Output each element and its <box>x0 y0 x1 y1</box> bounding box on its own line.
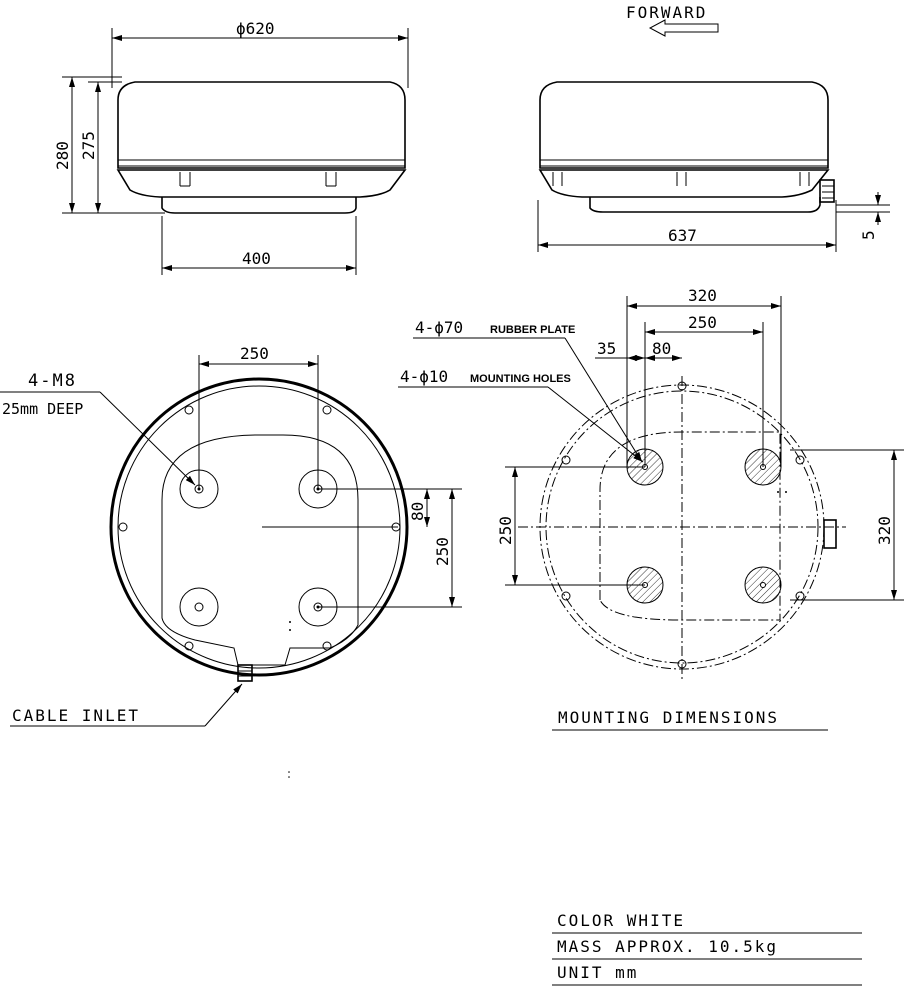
side-base <box>162 197 356 213</box>
bottom-view: 80 250 250 4-M8 25mm DEEP CABLE INLET <box>0 344 462 726</box>
front-base <box>590 197 820 212</box>
offset-b-dimension: 80 <box>652 339 671 358</box>
spec-mass: MASS APPROX. 10.5kg <box>557 937 778 956</box>
height-total-dimension: 280 <box>53 141 72 170</box>
height-outer-dimension: 320 <box>875 516 894 545</box>
specs-block: COLOR WHITE MASS APPROX. 10.5kg UNIT mm <box>552 911 862 985</box>
cable-gland-side <box>820 180 834 202</box>
rubber-plate-note: RUBBER PLATE <box>490 324 575 336</box>
base-width-dimension: 400 <box>242 249 271 268</box>
offset-y-dimension: 80 <box>408 502 427 521</box>
height-inner-dimension: 250 <box>496 516 515 545</box>
spec-unit: UNIT mm <box>557 963 638 982</box>
mounting-holes-label: 4-ϕ10 <box>400 367 448 386</box>
side-lower-body <box>118 170 405 197</box>
mounting-title: MOUNTING DIMENSIONS <box>558 708 779 727</box>
rubber-plate-label: 4-ϕ70 <box>415 318 463 337</box>
spec-color: COLOR WHITE <box>557 911 685 930</box>
forward-label: FORWARD <box>626 3 707 22</box>
forward-arrow <box>650 20 718 36</box>
thread-label: 4-M8 <box>28 371 77 391</box>
offset-dimension: 5 <box>859 230 878 240</box>
height-dome-dimension: 275 <box>79 131 98 160</box>
mounting-view: 320 250 35 80 4-ϕ70 RUBBER PLATE 4-ϕ10 M… <box>398 286 904 730</box>
length-dimension: 637 <box>668 226 697 245</box>
mounting-holes-note: MOUNTING HOLES <box>470 373 571 385</box>
diameter-dimension: ϕ620 <box>236 19 275 38</box>
cable-inlet-label: CABLE INLET <box>12 706 140 725</box>
outer-span-dimension: 320 <box>688 286 717 305</box>
hole-spacing-x-dimension: 250 <box>240 344 269 363</box>
offset-a-dimension: 35 <box>597 339 616 358</box>
bottom-plate-outline <box>162 435 358 665</box>
front-view: FORWARD 5 637 <box>538 3 890 252</box>
front-lower-body <box>540 170 828 197</box>
inner-span-dimension: 250 <box>688 313 717 332</box>
depth-label: 25mm DEEP <box>2 400 83 418</box>
hole-spacing-y-dimension: 250 <box>433 537 452 566</box>
side-dome-outline <box>118 82 405 168</box>
side-view: ϕ620 280 275 400 <box>53 19 408 275</box>
front-dome-outline <box>540 82 828 168</box>
